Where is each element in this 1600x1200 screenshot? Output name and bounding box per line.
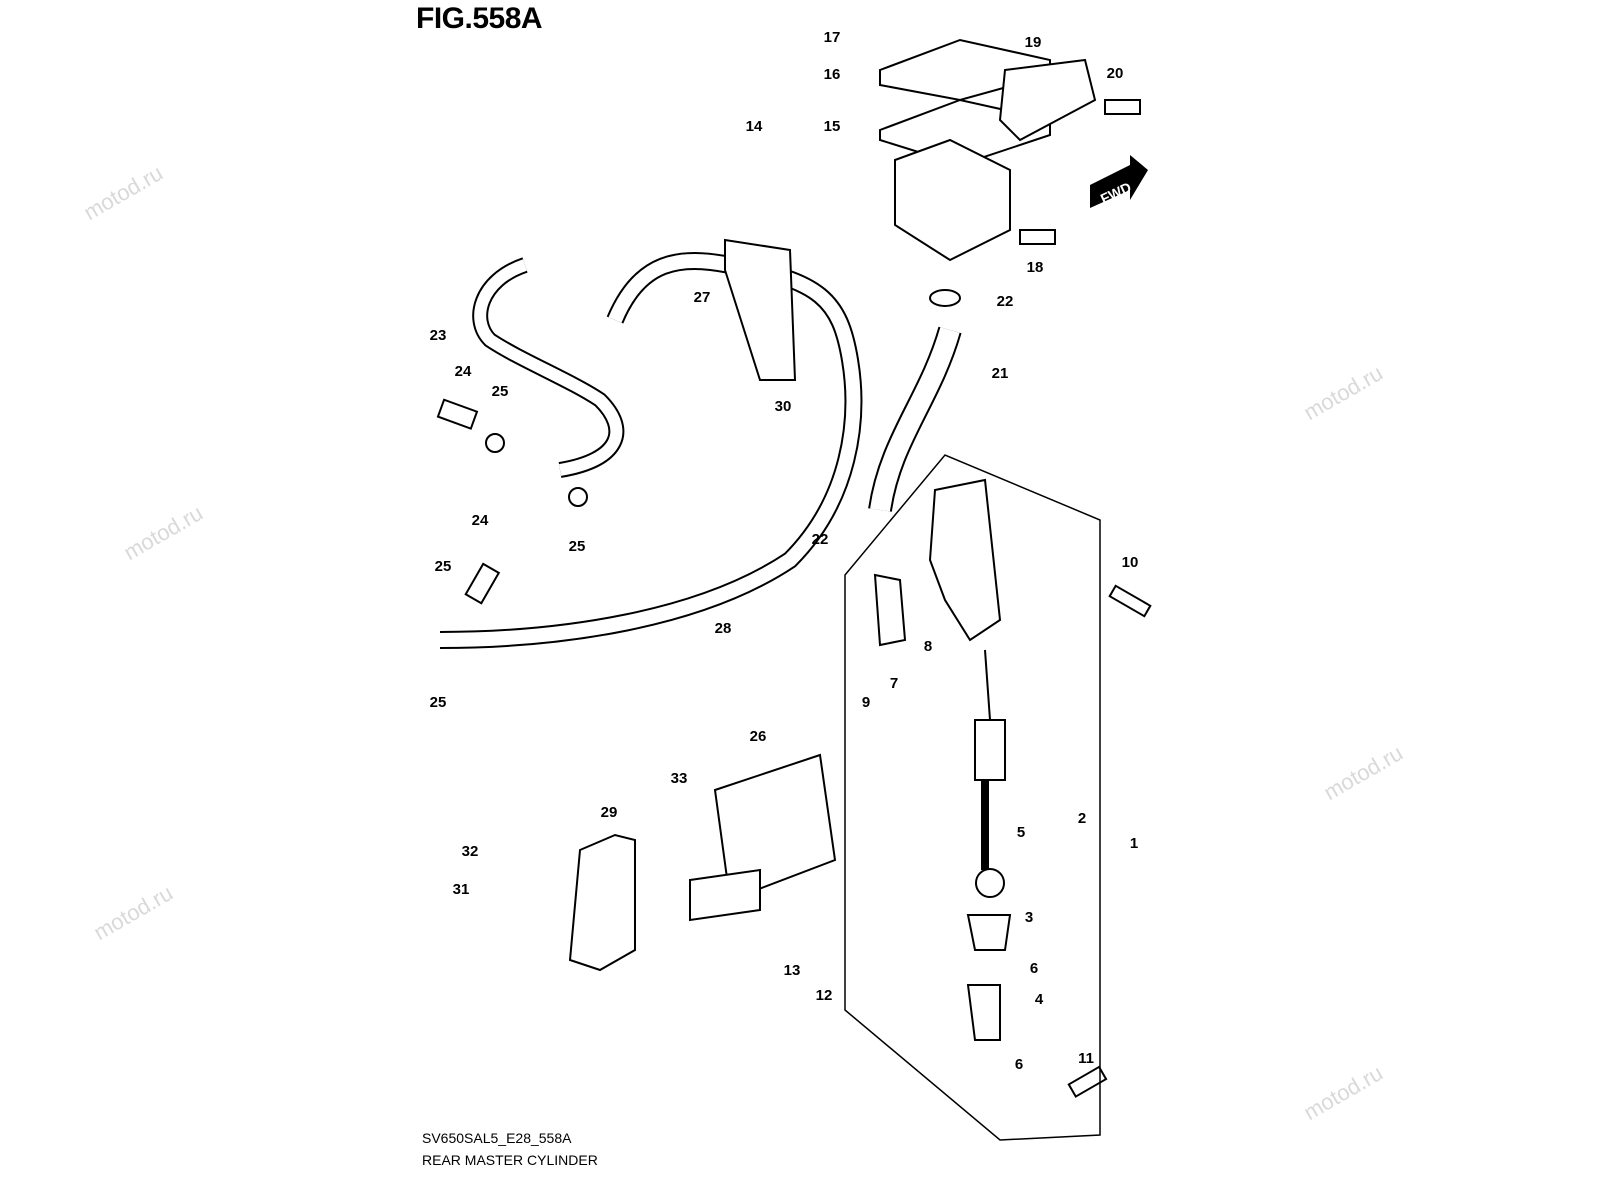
bolt-20 xyxy=(1104,99,1141,115)
heel-guard xyxy=(713,753,837,902)
reservoir-body xyxy=(894,138,1011,262)
master-cylinder-body xyxy=(928,478,1002,642)
cover xyxy=(568,833,636,972)
assembly-frame xyxy=(844,454,1101,1141)
clamp-upper xyxy=(929,289,961,307)
hose-clamp-bracket xyxy=(724,238,797,381)
callout-2: 2 xyxy=(1078,810,1086,827)
callout-19: 19 xyxy=(1025,34,1042,51)
piston-spring xyxy=(974,649,1006,781)
heel-guard-bracket xyxy=(689,868,761,922)
callout-22: 22 xyxy=(997,293,1014,310)
figure-title: FIG.558A xyxy=(416,2,543,35)
callout-9: 9 xyxy=(862,694,870,711)
figure-name: REAR MASTER CYLINDER xyxy=(422,1152,598,1168)
callout-25: 25 xyxy=(569,538,586,555)
reservoir-hose xyxy=(870,327,960,512)
pin-11 xyxy=(1067,1065,1108,1098)
callout-6: 6 xyxy=(1015,1056,1023,1073)
callout-27: 27 xyxy=(694,289,711,306)
inlet-joint xyxy=(873,573,907,647)
bolt-10 xyxy=(1108,584,1152,618)
callout-30: 30 xyxy=(775,398,792,415)
bracket xyxy=(998,58,1097,142)
callout-13: 13 xyxy=(784,962,801,979)
callout-6: 6 xyxy=(1030,960,1038,977)
callout-3: 3 xyxy=(1025,909,1033,926)
callout-33: 33 xyxy=(671,770,688,787)
callout-24: 24 xyxy=(472,512,489,529)
callout-25: 25 xyxy=(430,694,447,711)
callout-31: 31 xyxy=(453,881,470,898)
callout-11: 11 xyxy=(1078,1050,1094,1067)
callout-21: 21 xyxy=(992,365,1009,382)
brake-pipe xyxy=(474,259,623,476)
figure-code: SV650SAL5_E28_558A xyxy=(422,1130,572,1146)
clevis xyxy=(966,984,1001,1041)
callout-10: 10 xyxy=(1122,554,1139,571)
callout-5: 5 xyxy=(1017,824,1025,841)
callout-25: 25 xyxy=(492,383,509,400)
callout-24: 24 xyxy=(455,363,472,380)
fwd-arrow: FWD xyxy=(1090,155,1148,208)
callout-23: 23 xyxy=(430,327,447,344)
callout-15: 15 xyxy=(824,118,841,135)
callout-26: 26 xyxy=(750,728,767,745)
callout-29: 29 xyxy=(601,804,618,821)
brake-hose xyxy=(439,253,861,647)
callout-4: 4 xyxy=(1035,991,1044,1008)
callout-25: 25 xyxy=(435,558,452,575)
circlip xyxy=(975,868,1005,898)
gasket xyxy=(485,433,505,453)
callout-16: 16 xyxy=(824,66,841,83)
callout-32: 32 xyxy=(462,843,479,860)
boot xyxy=(966,914,1012,951)
callout-22: 22 xyxy=(812,531,829,548)
callout-17: 17 xyxy=(824,29,841,46)
callout-12: 12 xyxy=(816,987,833,1004)
callout-20: 20 xyxy=(1107,65,1124,82)
bolt-18 xyxy=(1019,229,1056,245)
callout-8: 8 xyxy=(924,638,932,655)
union-bolt-lower xyxy=(464,562,501,605)
union-bolt-upper xyxy=(436,398,479,430)
part-drawings xyxy=(436,38,1152,1141)
gasket xyxy=(568,487,588,507)
callout-1: 1 xyxy=(1130,835,1138,852)
callout-28: 28 xyxy=(715,620,732,637)
callout-18: 18 xyxy=(1027,259,1044,276)
callout-14: 14 xyxy=(746,118,763,135)
callout-7: 7 xyxy=(890,675,898,692)
